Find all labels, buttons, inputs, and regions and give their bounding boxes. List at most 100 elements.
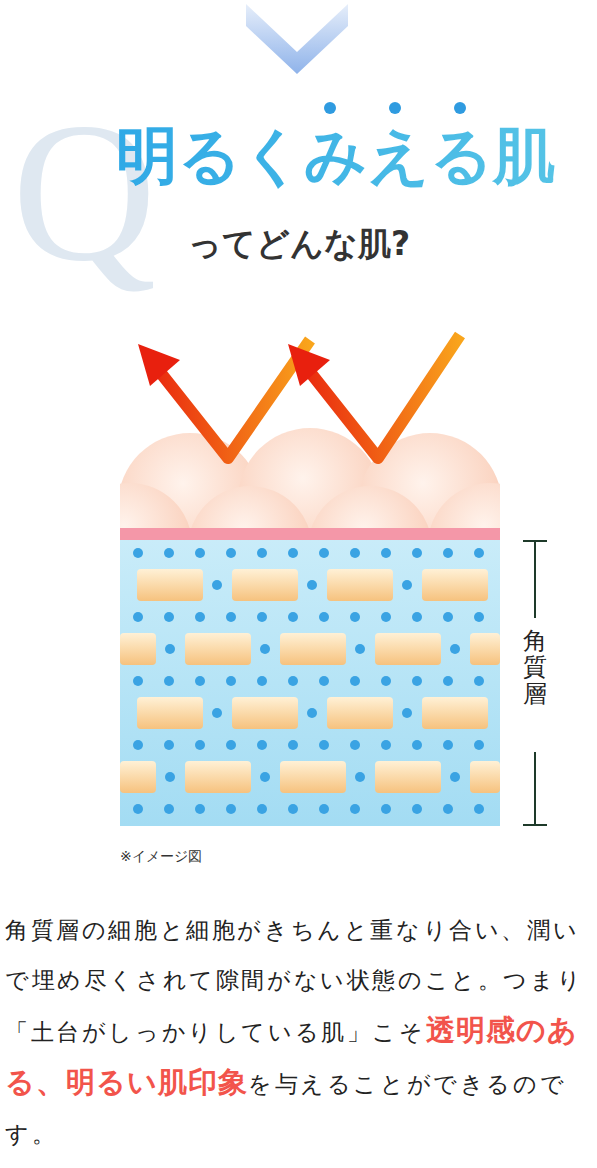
skin-cells — [120, 428, 500, 535]
cell-dot — [350, 740, 360, 750]
cell-dot — [133, 612, 143, 622]
image-note: ※イメージ図 — [120, 848, 202, 866]
cell-dot — [165, 772, 175, 782]
cell-dot — [443, 804, 453, 814]
title: 明るくみえる肌 — [116, 122, 555, 190]
cell-dot — [226, 740, 236, 750]
cell-dot — [412, 612, 422, 622]
cell-dot — [257, 548, 267, 558]
cell-dot — [257, 804, 267, 814]
cell-dot — [133, 676, 143, 686]
cell-dot — [260, 772, 270, 782]
cell-dot — [350, 548, 360, 558]
cell-brick — [470, 633, 500, 665]
cell-dot — [212, 708, 222, 718]
cell-dot — [257, 740, 267, 750]
cell-dot — [319, 676, 329, 686]
cell-dot — [164, 804, 174, 814]
cell-dot — [164, 548, 174, 558]
cell-dot — [443, 548, 453, 558]
cell-dot — [350, 804, 360, 814]
cell-brick — [470, 761, 500, 793]
cell-dot — [412, 676, 422, 686]
cell-dot — [226, 612, 236, 622]
cell-dot — [474, 548, 484, 558]
cell-dot — [226, 548, 236, 558]
cell-dot — [474, 804, 484, 814]
cell-dot — [350, 676, 360, 686]
cell-brick — [185, 633, 251, 665]
cell-dot — [474, 612, 484, 622]
cell-dot — [226, 676, 236, 686]
cell-dot — [319, 548, 329, 558]
cell-dot — [288, 804, 298, 814]
layer-label: 角質層 — [523, 624, 547, 711]
cell-dot — [195, 548, 205, 558]
cell-brick — [232, 569, 298, 601]
cell-dot — [412, 740, 422, 750]
cell-dot — [381, 740, 391, 750]
cell-dot — [212, 580, 222, 590]
cell-brick — [232, 697, 298, 729]
emphasis-dots — [324, 102, 466, 114]
cell-dot — [165, 644, 175, 654]
cell-dot — [164, 612, 174, 622]
cell-dot — [402, 708, 412, 718]
cell-dot — [133, 548, 143, 558]
surface-band — [120, 528, 500, 540]
layer-bracket — [523, 541, 547, 825]
cell-brick — [120, 761, 156, 793]
cell-dot — [288, 548, 298, 558]
cell-dot — [164, 740, 174, 750]
cell-dot — [443, 740, 453, 750]
cell-dot — [381, 676, 391, 686]
cell-brick — [280, 761, 346, 793]
cell-dot — [288, 740, 298, 750]
cell-brick — [422, 697, 488, 729]
cell-dot — [381, 612, 391, 622]
down-chevron — [246, 4, 348, 74]
cell-brick — [120, 633, 156, 665]
cell-texture — [120, 548, 500, 814]
cell-dot — [450, 772, 460, 782]
cell-brick — [137, 697, 203, 729]
cell-dot — [319, 612, 329, 622]
cell-dot — [307, 708, 317, 718]
cell-brick — [327, 569, 393, 601]
cell-dot — [257, 612, 267, 622]
cell-dot — [412, 548, 422, 558]
cell-dot — [257, 676, 267, 686]
cell-dot — [355, 644, 365, 654]
cell-brick — [137, 569, 203, 601]
cell-dot — [195, 612, 205, 622]
cell-dot — [474, 740, 484, 750]
cell-dot — [319, 804, 329, 814]
cell-dot — [319, 740, 329, 750]
cell-dot — [195, 676, 205, 686]
reflection-arrow — [138, 340, 310, 458]
stratum-block — [120, 540, 500, 826]
cell-dot — [260, 644, 270, 654]
cell-dot — [288, 676, 298, 686]
body-paragraph: 角質層の細胞と細胞がきちんと重なり合い、潤いで埋め尽くされて隙間がない状態のこと… — [5, 905, 595, 1159]
cell-brick — [375, 633, 441, 665]
cell-brick — [327, 697, 393, 729]
cell-brick — [422, 569, 488, 601]
reflection-arrow — [288, 335, 460, 458]
cell-dot — [355, 772, 365, 782]
cell-dot — [164, 676, 174, 686]
cell-dot — [195, 804, 205, 814]
cell-dot — [226, 804, 236, 814]
cell-brick — [280, 633, 346, 665]
cell-dot — [133, 804, 143, 814]
cell-dot — [381, 804, 391, 814]
cell-dot — [412, 804, 422, 814]
cell-brick — [185, 761, 251, 793]
cell-dot — [288, 612, 298, 622]
cell-dot — [450, 644, 460, 654]
cell-dot — [307, 580, 317, 590]
cell-dot — [474, 676, 484, 686]
cell-dot — [195, 740, 205, 750]
cell-dot — [350, 612, 360, 622]
cell-dot — [443, 612, 453, 622]
